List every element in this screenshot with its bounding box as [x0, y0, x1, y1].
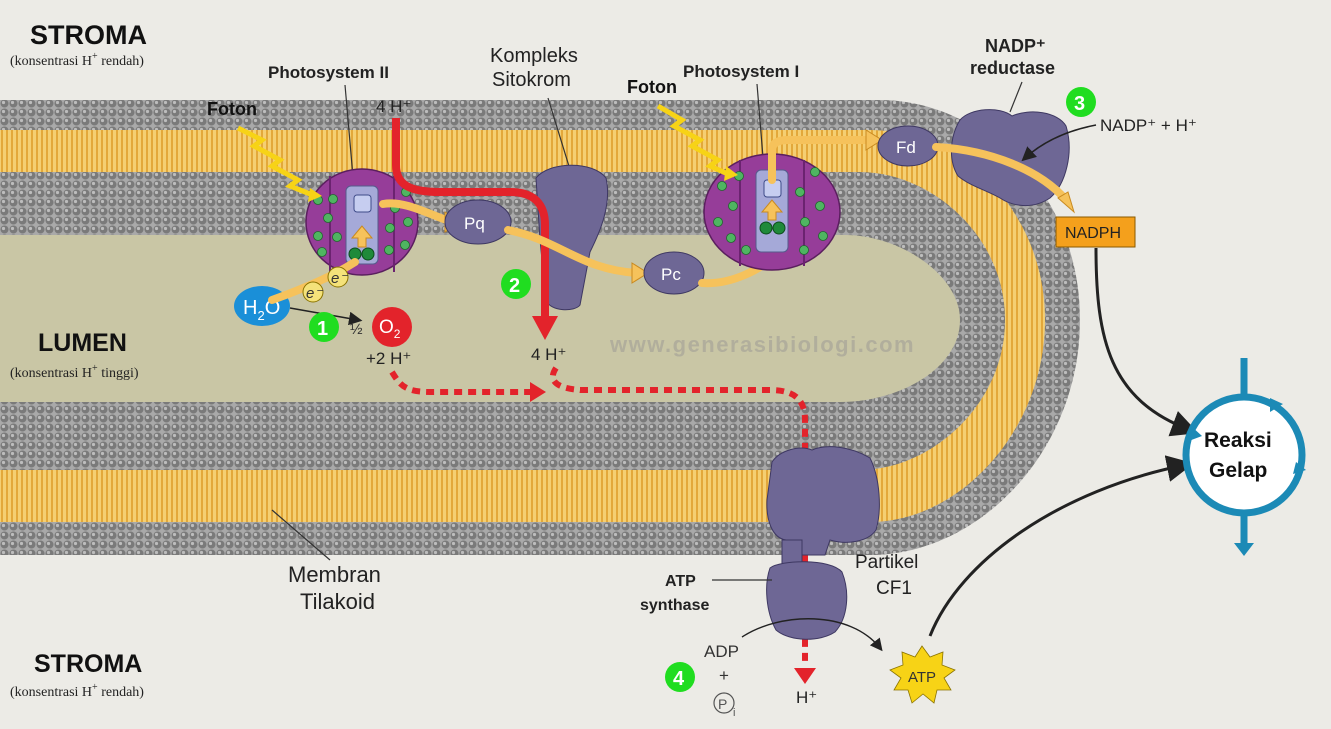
h-plus-4-top-label: 4 H⁺	[376, 97, 411, 116]
reaksi-label-2: Gelap	[1209, 459, 1267, 482]
nadph-arrowhead	[1057, 191, 1075, 214]
svg-text:Fd: Fd	[896, 138, 916, 157]
svg-text:NADPH: NADPH	[1065, 225, 1121, 242]
partikel-label-1: Partikel	[855, 552, 918, 573]
photon1-bolt	[236, 125, 316, 199]
h-plus-out-label: H⁺	[796, 688, 817, 707]
kompleks-label-2: Sitokrom	[492, 69, 571, 91]
nadp-input-label: NADP⁺ + H⁺	[1100, 116, 1197, 135]
reaksi-label-1: Reaksi	[1204, 429, 1272, 452]
membran-leader	[271, 509, 331, 561]
calvin-cycle	[1182, 358, 1306, 556]
lumen-label: LUMEN	[38, 329, 127, 357]
proton-flow-arrowhead	[532, 316, 558, 340]
svg-text:1: 1	[317, 318, 328, 340]
svg-text:P: P	[718, 696, 727, 712]
nadp-reductase-label-1: NADP⁺	[985, 36, 1046, 56]
atp-to-calvin-arrow	[928, 455, 1194, 637]
electron-1: e⁻	[302, 281, 324, 303]
proton-dashed-arrowhead-1	[530, 382, 546, 402]
lumen-sublabel: (konsentrasi H+ tinggi)	[10, 363, 139, 381]
svg-text:e⁻: e⁻	[306, 285, 323, 302]
stroma-top-label: STROMA	[30, 20, 147, 50]
foton1-label: Foton	[207, 99, 257, 119]
stroma-bottom-label: STROMA	[34, 650, 142, 678]
svg-text:O2: O2	[379, 317, 401, 341]
photon2-bolt	[656, 103, 732, 178]
step3-badge: 3	[1066, 87, 1096, 117]
nadp-reductase-leader	[1009, 81, 1023, 113]
nadp-reductase-label-2: reductase	[970, 58, 1055, 78]
partikel-label-2: CF1	[876, 578, 912, 599]
nadph-to-calvin-arrow	[1094, 247, 1199, 437]
step1-badge: 1	[309, 312, 339, 342]
pq-to-pc-flow	[504, 226, 642, 277]
adp-to-atp-arrow	[741, 618, 883, 652]
fd-carrier: Fd	[877, 125, 939, 167]
nadp-input-arrow	[1021, 124, 1097, 162]
svg-text:3: 3	[1074, 93, 1085, 115]
watermark: www.generasibiologi.com	[609, 332, 915, 357]
oxygen-molecule: O2	[372, 307, 412, 347]
step2-badge: 2	[501, 269, 531, 299]
ps1-to-fd-flow	[768, 136, 874, 184]
stroma-bottom-sublabel: (konsentrasi H+ rendah)	[10, 682, 144, 700]
svg-text:i: i	[733, 707, 735, 719]
pc-carrier: Pc	[643, 251, 705, 295]
step4-badge: 4	[665, 662, 695, 692]
adp-label: ADP	[704, 642, 739, 661]
nadph-box: NADPH	[1055, 216, 1136, 248]
membran-label-2: Tilakoid	[300, 589, 375, 614]
adp-plus: +	[719, 666, 729, 685]
svg-text:e⁻: e⁻	[331, 270, 348, 287]
h-plus-2-label: +2 H⁺	[366, 349, 411, 368]
photosystem1-label: Photosystem I	[683, 62, 799, 81]
foton2-label: Foton	[627, 77, 677, 97]
pc-arrowhead	[631, 262, 649, 284]
proton-exit-arrowhead	[794, 668, 816, 684]
photon1-arrowhead	[308, 188, 322, 202]
half-label: ½	[350, 321, 363, 338]
fd-arrowhead	[865, 129, 883, 151]
svg-text:Pc: Pc	[661, 265, 681, 284]
kompleks-label-1: Kompleks	[490, 45, 578, 67]
membran-label-1: Membran	[288, 562, 381, 587]
svg-text:4: 4	[673, 668, 685, 690]
pq-carrier: Pq	[444, 199, 512, 245]
svg-text:Pq: Pq	[464, 214, 485, 233]
fd-to-nadph-flow	[932, 143, 1070, 204]
water-molecule: H2O	[234, 286, 290, 326]
photosystem1	[703, 153, 841, 271]
proton-dashed-path-2	[549, 366, 808, 664]
proton-dashed-path-1	[389, 370, 530, 395]
proton-flow-cytochrome	[392, 118, 549, 318]
atp-synthase-label-2: synthase	[640, 597, 709, 614]
electron-2: e⁻	[327, 266, 349, 288]
svg-text:2: 2	[509, 275, 520, 297]
cytochrome-complex	[535, 164, 609, 311]
photosystem2-label: Photosystem II	[268, 63, 389, 82]
stroma-top-sublabel: (konsentrasi H+ rendah)	[10, 51, 144, 69]
atp-synthase-label-1: ATP	[665, 573, 696, 590]
atp-star: ATP	[889, 645, 956, 704]
phosphate-icon: P i	[713, 692, 735, 719]
svg-text:ATP: ATP	[908, 669, 936, 686]
h-plus-4-lumen-label: 4 H⁺	[531, 345, 566, 364]
photon2-arrowhead	[724, 166, 738, 181]
